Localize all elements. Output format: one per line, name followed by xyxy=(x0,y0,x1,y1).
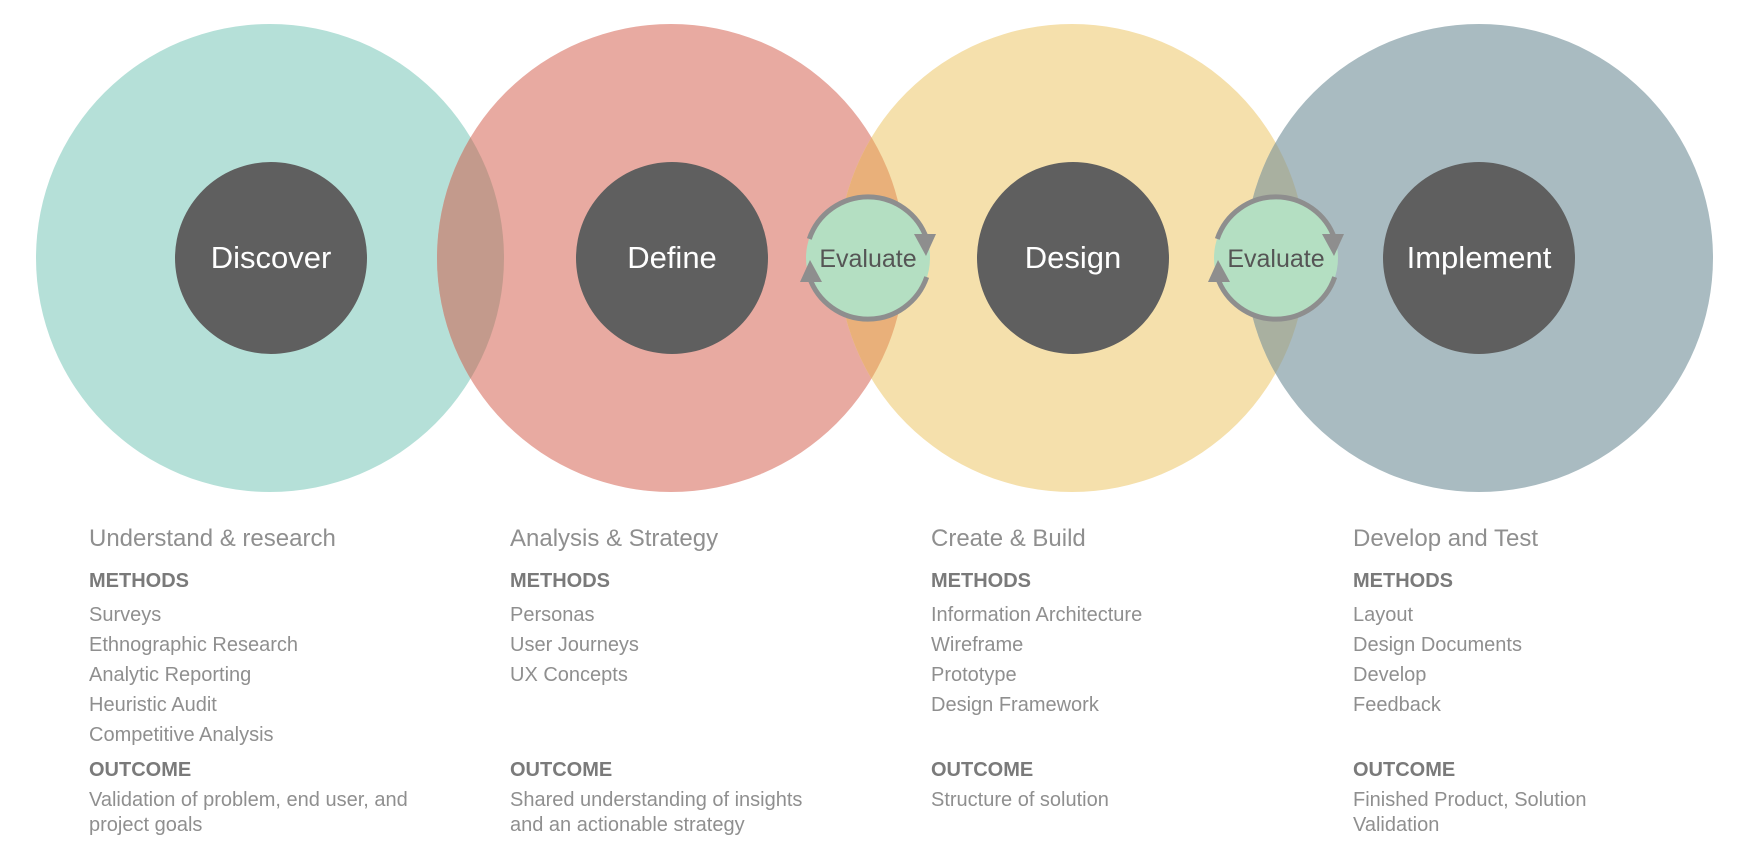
method-item: Develop xyxy=(1353,664,1427,686)
method-item: Layout xyxy=(1353,604,1414,626)
method-item: Design Documents xyxy=(1353,634,1522,656)
phase-title-design: Design xyxy=(1025,240,1122,275)
evaluate-node-2: Evaluate xyxy=(1208,194,1344,322)
cycle-arrow-icon xyxy=(1214,194,1338,240)
arrowhead-icon xyxy=(800,260,822,282)
method-item: User Journeys xyxy=(510,634,639,656)
method-item: Competitive Analysis xyxy=(89,724,274,746)
evaluate-label-1: Evaluate xyxy=(819,245,916,273)
method-item: UX Concepts xyxy=(510,664,628,686)
core-circle-implement xyxy=(1383,162,1575,354)
method-item: Prototype xyxy=(931,664,1017,686)
methods-heading: METHODS xyxy=(1353,570,1453,592)
phase-subtitle: Create & Build xyxy=(931,525,1086,552)
core-circle-define xyxy=(576,162,768,354)
cycle-arrow-icon xyxy=(806,276,930,322)
core-circle-discover xyxy=(175,162,367,354)
methods-heading: METHODS xyxy=(89,570,189,592)
method-item: Personas xyxy=(510,604,595,626)
outcome-heading: OUTCOME xyxy=(89,759,192,781)
outcome-heading: OUTCOME xyxy=(1353,759,1456,781)
outcome-text: Structure of solution xyxy=(931,789,1109,811)
details-define: Analysis & Strategy METHODS Personas Use… xyxy=(510,524,910,836)
method-item: Heuristic Audit xyxy=(89,694,217,716)
phase-title-implement: Implement xyxy=(1407,240,1552,275)
outcome-heading: OUTCOME xyxy=(931,759,1034,781)
method-item: Information Architecture xyxy=(931,604,1143,626)
outcome-text: Finished Product, Solution Validation xyxy=(1353,789,1587,836)
cycle-arrow-icon xyxy=(1214,276,1338,322)
method-item: Design Framework xyxy=(931,694,1099,716)
outcome-text: Shared understanding of insights and an … xyxy=(510,789,803,836)
evaluate-node-1: Evaluate xyxy=(800,194,936,322)
outcome-heading: OUTCOME xyxy=(510,759,613,781)
details-discover: Understand & research METHODS Surveys Et… xyxy=(89,524,489,836)
arrowhead-icon xyxy=(914,234,936,256)
methods-list: Layout Design Documents Develop Feedback xyxy=(1353,600,1522,720)
evaluate-label-2: Evaluate xyxy=(1227,245,1324,273)
methods-list: Surveys Ethnographic Research Analytic R… xyxy=(89,600,298,750)
methods-heading: METHODS xyxy=(931,570,1031,592)
arrowhead-icon xyxy=(1208,260,1230,282)
methods-list: Information Architecture Wireframe Proto… xyxy=(931,600,1142,720)
method-item: Surveys xyxy=(89,604,162,626)
phase-title-define: Define xyxy=(627,240,717,275)
phase-subtitle: Develop and Test xyxy=(1353,525,1539,552)
phase-subtitle: Analysis & Strategy xyxy=(510,525,719,552)
arrowhead-icon xyxy=(1322,234,1344,256)
details-design: Create & Build METHODS Information Archi… xyxy=(931,524,1331,811)
method-item: Wireframe xyxy=(931,634,1024,656)
core-circle-design xyxy=(977,162,1169,354)
method-item: Ethnographic Research xyxy=(89,634,299,656)
methods-list: Personas User Journeys UX Concepts xyxy=(510,600,639,690)
outcome-text: Validation of problem, end user, and pro… xyxy=(89,789,408,836)
details-implement: Develop and Test METHODS Layout Design D… xyxy=(1353,524,1751,836)
cycle-arrow-icon xyxy=(806,194,930,240)
phase-subtitle: Understand & research xyxy=(89,525,336,552)
method-item: Feedback xyxy=(1353,694,1441,716)
methods-heading: METHODS xyxy=(510,570,610,592)
method-item: Analytic Reporting xyxy=(89,664,252,686)
phase-title-discover: Discover xyxy=(211,240,332,275)
